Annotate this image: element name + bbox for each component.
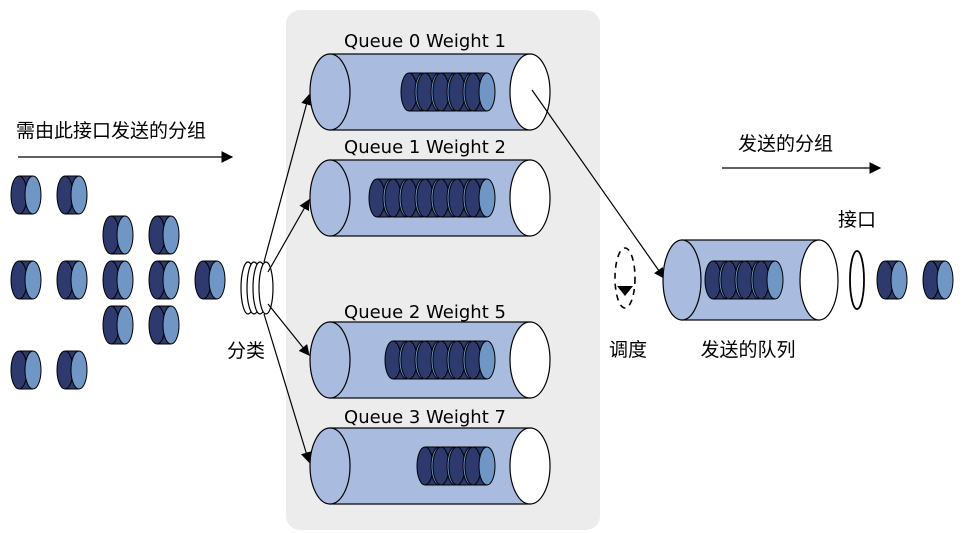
queue-3-packets: [416, 446, 496, 486]
interface-label: 接口: [838, 209, 876, 231]
outgoing-packets: [876, 260, 954, 300]
incoming-packet: [194, 260, 226, 300]
incoming-packets-cluster: [10, 175, 226, 390]
queue-1-label: Queue 1 Weight 2: [344, 137, 506, 158]
queue-2-label: Queue 2 Weight 5: [344, 302, 506, 323]
scheduler-symbol: [614, 247, 636, 309]
classifier-ring: [240, 261, 274, 315]
send-queue-cylinder: [662, 239, 839, 321]
incoming-packet: [56, 175, 88, 215]
schedule-label: 调度: [609, 339, 647, 361]
incoming-packet: [102, 215, 134, 255]
dequeue-arrow: [531, 89, 665, 279]
incoming-packet: [148, 215, 180, 255]
queue-3-cylinder: [309, 427, 551, 505]
incoming-packet: [10, 175, 42, 215]
queue-0-label: Queue 0 Weight 1: [344, 31, 506, 52]
interface-ring: [849, 250, 865, 310]
incoming-packet: [102, 305, 134, 345]
queue-3-label: Queue 3 Weight 7: [344, 407, 506, 428]
classify-label: 分类: [227, 340, 265, 362]
classify-arrow-queue-3: [263, 313, 312, 464]
incoming-packet: [10, 260, 42, 300]
classify-arrow-queue-0: [263, 93, 312, 263]
queue-2-packets: [384, 340, 496, 380]
scheduler-panel: [286, 10, 600, 530]
incoming-packet: [148, 305, 180, 345]
incoming-packet: [148, 260, 180, 300]
queue-1-cylinder: [309, 159, 551, 237]
incoming-packet: [56, 350, 88, 390]
classify-arrow-queue-1: [267, 199, 310, 273]
queue-1-packets: [368, 178, 496, 218]
queue-0-packets: [400, 72, 496, 112]
outgoing-packets-label: 发送的分组: [738, 133, 833, 155]
queue-0-cylinder: [309, 53, 551, 131]
outgoing-packet: [876, 260, 908, 300]
send-queue-label: 发送的队列: [700, 339, 795, 361]
send-queue-packets: [704, 260, 784, 300]
queued-packet: [464, 446, 496, 486]
classify-arrow-queue-2: [267, 303, 310, 356]
incoming-packet: [102, 260, 134, 300]
queued-packet: [752, 260, 784, 300]
outgoing-packet: [922, 260, 954, 300]
queued-packet: [464, 72, 496, 112]
incoming-packet: [10, 350, 42, 390]
incoming-packets-label: 需由此接口发送的分组: [16, 120, 206, 142]
incoming-packet: [56, 260, 88, 300]
queued-packet: [464, 340, 496, 380]
queued-packet: [464, 178, 496, 218]
queue-2-cylinder: [309, 321, 551, 399]
